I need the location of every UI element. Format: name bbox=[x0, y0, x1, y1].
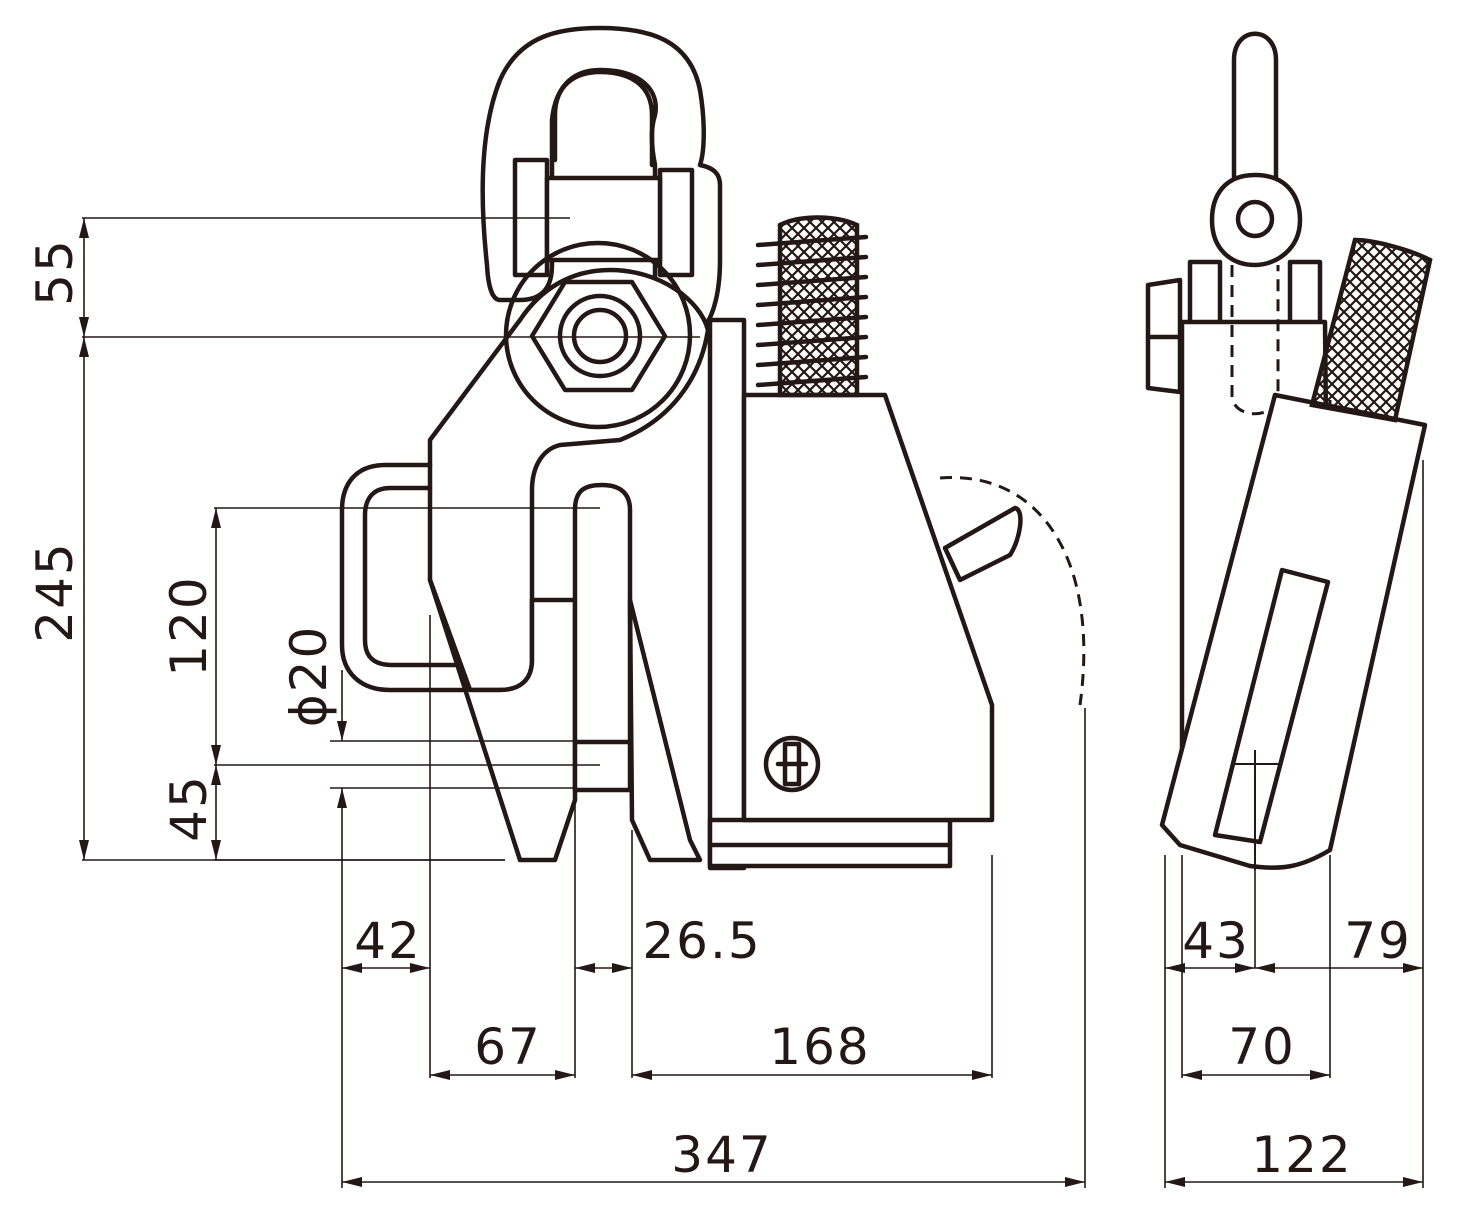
dim-45: 45 bbox=[160, 774, 218, 842]
pressure-pad bbox=[627, 597, 703, 863]
dim-26-5: 26.5 bbox=[642, 912, 761, 970]
spindle-post bbox=[572, 482, 633, 793]
dim-55: 55 bbox=[26, 238, 84, 306]
handle-loop-inner bbox=[362, 485, 461, 668]
dim-120: 120 bbox=[160, 575, 218, 676]
shackle-right-cheek bbox=[657, 167, 695, 278]
dim-side-79: 79 bbox=[1344, 912, 1412, 970]
dim-side-43: 43 bbox=[1182, 912, 1250, 970]
dim-168: 168 bbox=[769, 1018, 870, 1076]
pivot-eye-ring bbox=[503, 240, 693, 430]
side-slot bbox=[1212, 567, 1331, 845]
main-block bbox=[741, 392, 995, 823]
shackle-inner-loop bbox=[552, 69, 655, 168]
pivot-pin-inner bbox=[571, 307, 629, 365]
set-screw bbox=[763, 735, 821, 793]
side-view bbox=[1145, 31, 1433, 870]
dim-phi20: ϕ20 bbox=[280, 625, 338, 728]
release-lever bbox=[942, 505, 1023, 583]
dimension-labels: 55 245 120 ϕ20 45 42 26.5 67 168 347 43 … bbox=[26, 238, 1412, 1184]
vertical-plate bbox=[707, 317, 747, 871]
handle-loop-outer bbox=[339, 462, 473, 693]
side-knurled-handle bbox=[1309, 237, 1433, 423]
dimension-lines bbox=[79, 217, 1424, 1188]
side-lever-top bbox=[1231, 31, 1279, 183]
dim-245: 245 bbox=[26, 541, 84, 642]
side-lug-right bbox=[1287, 259, 1323, 327]
dim-42: 42 bbox=[354, 912, 422, 970]
dim-67: 67 bbox=[474, 1018, 542, 1076]
dim-347: 347 bbox=[671, 1126, 772, 1184]
side-hub-hole bbox=[1235, 199, 1275, 239]
pivot-pin-outer bbox=[557, 293, 643, 379]
shackle-barrel bbox=[544, 175, 663, 263]
side-lug-left bbox=[1187, 259, 1223, 327]
front-view bbox=[339, 25, 1086, 871]
dim-side-70: 70 bbox=[1228, 1018, 1296, 1076]
side-lever-hub bbox=[1209, 172, 1303, 268]
handle-spring-marks bbox=[755, 234, 869, 388]
side-hidden-pivot bbox=[1230, 265, 1280, 416]
dim-side-122: 122 bbox=[1251, 1126, 1352, 1184]
